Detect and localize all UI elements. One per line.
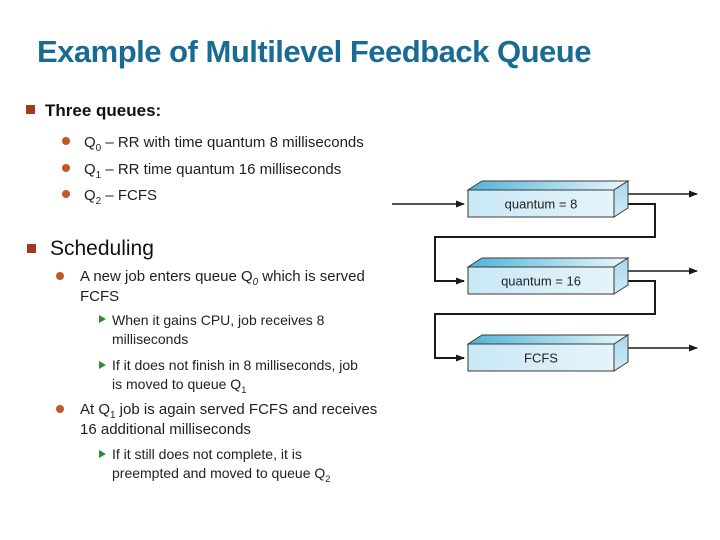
queue-box-q1: quantum = 16: [466, 257, 630, 295]
queue-box-q0: quantum = 8: [466, 180, 630, 218]
not-complete-text: preempted and moved to queue Q: [112, 465, 326, 481]
at-q1-sub: 1: [110, 410, 116, 421]
at-q1-text: At Q: [80, 401, 111, 418]
q0-pre: Q: [84, 134, 96, 151]
q0-front-face: [467, 189, 615, 218]
bullet-not-complete: If it still does not complete, it is pre…: [112, 445, 330, 483]
circle-bullet-icon: [56, 405, 64, 413]
not-finish-line2: is moved to queue Q1: [112, 375, 358, 394]
at-q1-line1: At Q1 job is again served FCFS and recei…: [80, 400, 377, 420]
circle-bullet-icon: [62, 164, 70, 172]
not-complete-sub: 2: [325, 473, 331, 484]
new-job-sub: 0: [252, 277, 259, 288]
not-complete-line1: If it still does not complete, it is: [112, 446, 302, 462]
not-complete-line2: preempted and moved to queue Q2: [112, 464, 330, 483]
gains-cpu-line2: milliseconds: [112, 331, 189, 347]
q1-pre: Q: [84, 161, 96, 178]
q0-rest: – RR with time quantum 8 milliseconds: [101, 134, 364, 151]
new-job-line1: A new job enters queue Q0 which is serve…: [80, 267, 365, 287]
q0-sub: 0: [95, 143, 102, 154]
q2-label: FCFS: [524, 351, 558, 366]
bullet-gains-cpu: When it gains CPU, job receives 8 millis…: [112, 311, 324, 349]
q2-pre: Q: [84, 187, 96, 204]
bullet-q1: Q1 – RR time quantum 16 milliseconds: [84, 160, 341, 180]
not-finish-text: is moved to queue Q: [112, 376, 242, 392]
q1-front-face: [467, 266, 615, 295]
q1-top-face: [466, 257, 630, 268]
q2-sub: 2: [95, 196, 102, 207]
triangle-bullet-icon: [99, 315, 106, 323]
q0-label: quantum = 8: [505, 197, 578, 212]
square-bullet-icon: [26, 105, 35, 114]
heading-scheduling: Scheduling: [50, 237, 154, 260]
square-bullet-icon: [27, 244, 36, 253]
q1-sub: 1: [95, 170, 102, 181]
page-title: Example of Multilevel Feedback Queue: [37, 34, 591, 69]
q2-top-face: [466, 334, 630, 345]
gains-cpu-line1: When it gains CPU, job receives 8: [112, 312, 325, 328]
bullet-at-q1: At Q1 job is again served FCFS and recei…: [80, 400, 377, 439]
bullet-new-job: A new job enters queue Q0 which is serve…: [80, 267, 365, 306]
queue-box-q2: FCFS: [466, 334, 630, 372]
at-q1-text2: job is again served FCFS and receives: [115, 401, 378, 418]
bullet-q0: Q0 – RR with time quantum 8 milliseconds: [84, 133, 364, 153]
new-job-text: A new job enters queue Q: [80, 268, 253, 285]
triangle-bullet-icon: [99, 361, 106, 369]
triangle-bullet-icon: [99, 450, 106, 458]
q2-front-face: [467, 343, 615, 372]
q1-rest: – RR time quantum 16 milliseconds: [101, 161, 342, 178]
at-q1-line2: 16 additional milliseconds: [80, 420, 251, 438]
q2-rest: – FCFS: [101, 187, 158, 204]
not-finish-sub: 1: [241, 384, 247, 395]
q0-demote-arrow: [434, 203, 656, 285]
bullet-not-finish: If it does not finish in 8 milliseconds,…: [112, 356, 358, 394]
new-job-line2: FCFS: [80, 287, 120, 305]
q1-demote-arrow: [434, 280, 656, 362]
q0-top-face: [466, 180, 630, 191]
circle-bullet-icon: [56, 272, 64, 280]
q1-label: quantum = 16: [501, 274, 581, 289]
bullet-q2: Q2 – FCFS: [84, 186, 157, 206]
new-job-text2: which is served: [258, 268, 365, 285]
circle-bullet-icon: [62, 190, 70, 198]
heading-three-queues: Three queues:: [45, 101, 162, 120]
circle-bullet-icon: [62, 137, 70, 145]
not-finish-line1: If it does not finish in 8 milliseconds,…: [112, 357, 358, 373]
